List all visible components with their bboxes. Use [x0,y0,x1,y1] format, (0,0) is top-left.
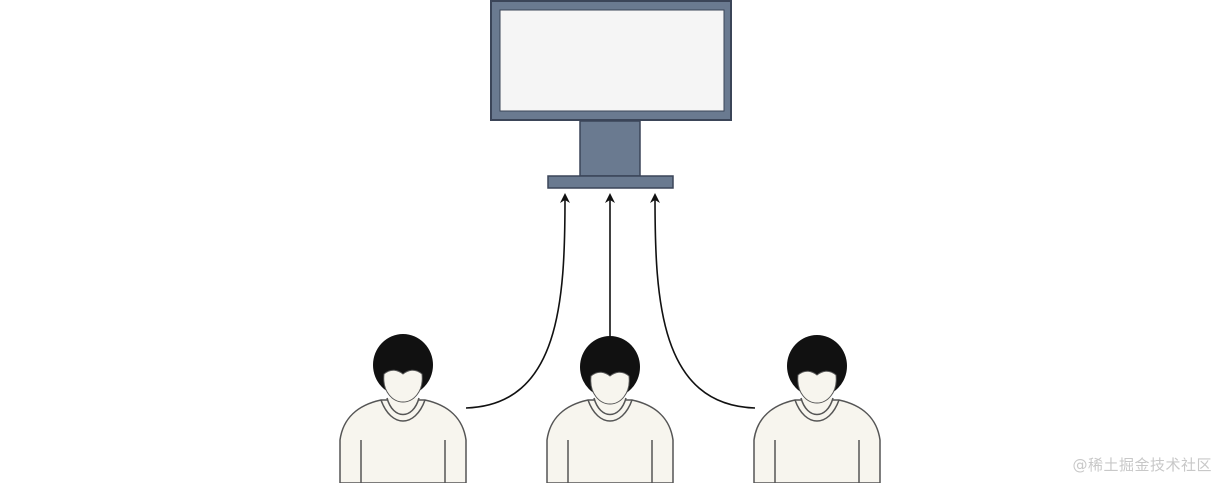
person-neck [800,397,834,416]
monitor-icon [490,0,732,189]
person-icon [546,336,674,483]
person-collar [380,399,426,422]
arrow-right-person-to-monitor [650,193,756,409]
person-face [383,369,423,403]
person-collar [794,399,840,422]
person-collar [587,399,633,422]
monitor-neck [579,120,641,177]
watermark-text: @稀土掘金技术社区 [1072,456,1212,474]
person-icon [339,334,467,483]
arrow-left-person-to-monitor [465,193,570,409]
person-face [797,370,837,404]
person-icon [753,335,881,483]
person-face [590,371,630,405]
monitor-base [547,175,674,189]
monitor-screen [499,9,725,112]
person-neck [386,397,420,416]
